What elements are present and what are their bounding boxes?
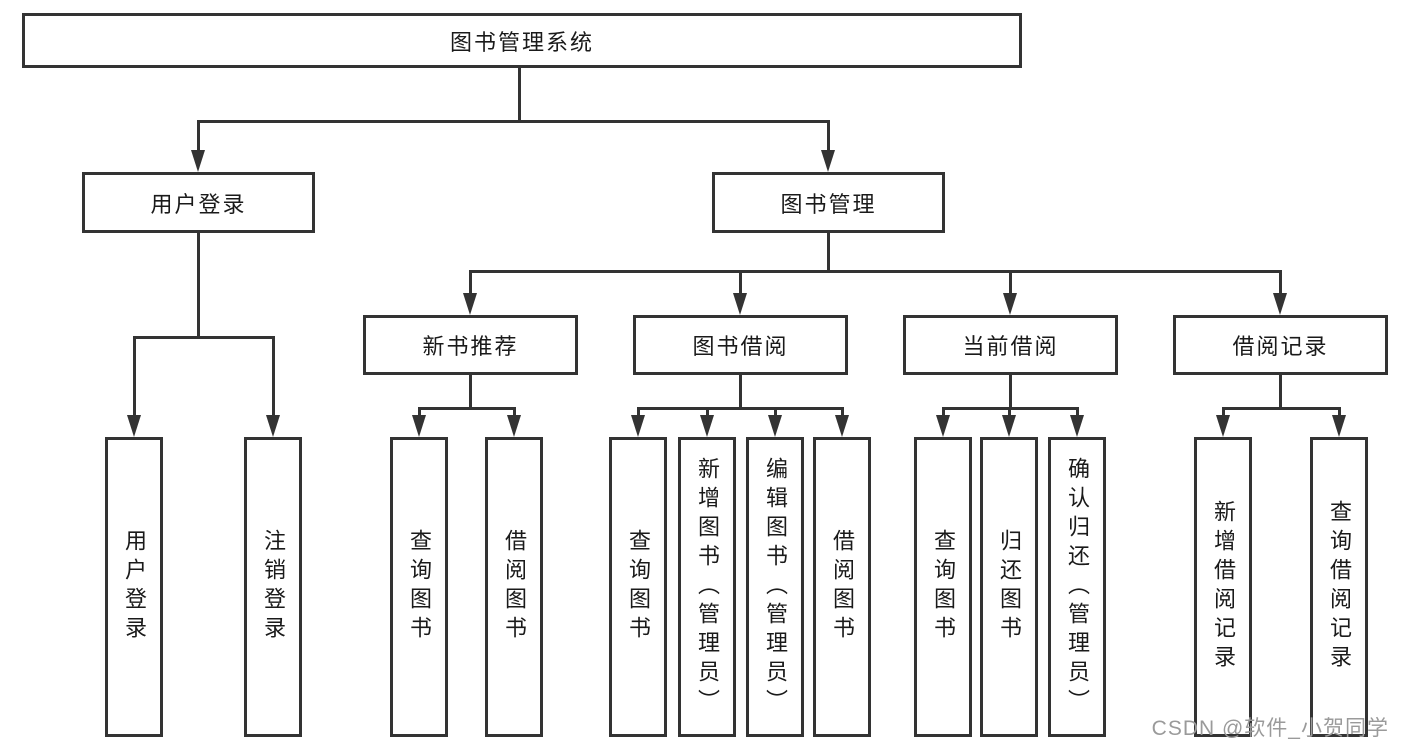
node-user-login-label: 用户登录 xyxy=(150,191,247,217)
arrow-down-icon xyxy=(768,415,782,437)
leaf-add-books-admin: 新增图书（管理员） xyxy=(678,437,736,737)
watermark: CSDN @软件_小贺同学 xyxy=(1151,717,1389,740)
connector-records-stem xyxy=(1279,375,1282,409)
leaf-user-login-label: 用户登录 xyxy=(122,529,147,645)
connector-drop-leaf xyxy=(637,407,640,417)
leaf-query-borrow-record-label: 查询借阅记录 xyxy=(1327,500,1352,674)
connector-root-stem xyxy=(518,68,521,122)
connector-drop-leaf xyxy=(133,336,136,415)
arrow-down-icon xyxy=(835,415,849,437)
connector-drop-user-login xyxy=(197,120,200,150)
connector-drop-leaf xyxy=(513,407,516,417)
arrow-down-icon xyxy=(700,415,714,437)
leaf-confirm-return-admin: 确认归还（管理员） xyxy=(1048,437,1106,737)
leaf-add-borrow-record: 新增借阅记录 xyxy=(1194,437,1252,737)
connector-current-stem xyxy=(1009,375,1012,409)
node-user-login: 用户登录 xyxy=(82,172,315,233)
arrow-down-icon xyxy=(191,150,205,172)
arrow-down-icon xyxy=(1003,293,1017,315)
leaf-return-books-label: 归还图书 xyxy=(997,529,1022,645)
connector-drop-book-management xyxy=(827,120,830,150)
arrow-down-icon xyxy=(1332,415,1346,437)
arrow-down-icon xyxy=(1273,293,1287,315)
node-new-book-recommendation-label: 新书推荐 xyxy=(422,334,519,359)
leaf-borrow-books-borrowing-label: 借阅图书 xyxy=(830,529,855,645)
connector-book-management-rail xyxy=(469,270,1282,273)
leaf-confirm-return-admin-label: 确认归还（管理员） xyxy=(1065,456,1090,718)
arrow-down-icon xyxy=(821,150,835,172)
connector-drop-leaf xyxy=(1338,407,1341,417)
connector-records-rail xyxy=(1222,407,1341,410)
leaf-query-borrow-record: 查询借阅记录 xyxy=(1310,437,1368,737)
connector-drop-leaf xyxy=(841,407,844,417)
node-book-management: 图书管理 xyxy=(712,172,945,233)
leaf-return-books: 归还图书 xyxy=(980,437,1038,737)
connector-drop-leaf xyxy=(1222,407,1225,417)
node-borrowing-records: 借阅记录 xyxy=(1173,315,1388,375)
leaf-query-books-borrowing-label: 查询图书 xyxy=(626,529,651,645)
leaf-add-borrow-record-label: 新增借阅记录 xyxy=(1211,500,1236,674)
connector-drop-leaf xyxy=(706,407,709,417)
leaf-query-books-current: 查询图书 xyxy=(914,437,972,737)
node-library-management-system: 图书管理系统 xyxy=(22,13,1022,68)
arrow-down-icon xyxy=(733,293,747,315)
arrow-down-icon xyxy=(631,415,645,437)
arrow-down-icon xyxy=(507,415,521,437)
node-current-borrowing: 当前借阅 xyxy=(903,315,1118,375)
leaf-query-books-recommend: 查询图书 xyxy=(390,437,448,737)
node-borrowing-records-label: 借阅记录 xyxy=(1232,334,1329,359)
leaf-borrow-books-recommend-label: 借阅图书 xyxy=(502,529,527,645)
node-library-management-system-label: 图书管理系统 xyxy=(449,29,594,55)
leaf-borrow-books-borrowing: 借阅图书 xyxy=(813,437,871,737)
leaf-query-books-current-label: 查询图书 xyxy=(931,529,956,645)
arrow-down-icon xyxy=(127,415,141,437)
leaf-edit-books-admin-label: 编辑图书（管理员） xyxy=(763,456,788,718)
leaf-add-books-admin-label: 新增图书（管理员） xyxy=(695,456,720,718)
leaf-logout-label: 注销登录 xyxy=(261,529,286,645)
node-book-management-label: 图书管理 xyxy=(780,191,877,217)
connector-user-login-stem xyxy=(197,233,200,338)
connector-recommend-stem xyxy=(469,375,472,409)
leaf-edit-books-admin: 编辑图书（管理员） xyxy=(746,437,804,737)
connector-book-management-stem xyxy=(827,233,830,272)
arrow-down-icon xyxy=(1070,415,1084,437)
connector-drop-level3 xyxy=(469,270,472,293)
leaf-query-books-recommend-label: 查询图书 xyxy=(407,529,432,645)
connector-drop-leaf xyxy=(418,407,421,417)
connector-borrowing-rail xyxy=(637,407,844,410)
connector-drop-leaf xyxy=(272,336,275,415)
node-book-borrowing: 图书借阅 xyxy=(633,315,848,375)
connector-drop-leaf xyxy=(1008,407,1011,417)
arrow-down-icon xyxy=(266,415,280,437)
connector-borrowing-stem xyxy=(739,375,742,409)
leaf-query-books-borrowing: 查询图书 xyxy=(609,437,667,737)
connector-recommend-rail xyxy=(418,407,516,410)
connector-drop-level3 xyxy=(1009,270,1012,293)
node-current-borrowing-label: 当前借阅 xyxy=(962,334,1059,359)
arrow-down-icon xyxy=(936,415,950,437)
arrow-down-icon xyxy=(463,293,477,315)
leaf-logout: 注销登录 xyxy=(244,437,302,737)
connector-root-rail xyxy=(197,120,830,123)
arrow-down-icon xyxy=(1002,415,1016,437)
arrow-down-icon xyxy=(412,415,426,437)
leaf-borrow-books-recommend: 借阅图书 xyxy=(485,437,543,737)
node-new-book-recommendation: 新书推荐 xyxy=(363,315,578,375)
connector-user-login-rail xyxy=(133,336,275,339)
leaf-user-login: 用户登录 xyxy=(105,437,163,737)
connector-drop-leaf xyxy=(774,407,777,417)
connector-drop-leaf xyxy=(1076,407,1079,417)
connector-drop-leaf xyxy=(942,407,945,417)
arrow-down-icon xyxy=(1216,415,1230,437)
node-book-borrowing-label: 图书借阅 xyxy=(692,334,789,359)
connector-drop-level3 xyxy=(739,270,742,293)
connector-drop-level3 xyxy=(1279,270,1282,293)
